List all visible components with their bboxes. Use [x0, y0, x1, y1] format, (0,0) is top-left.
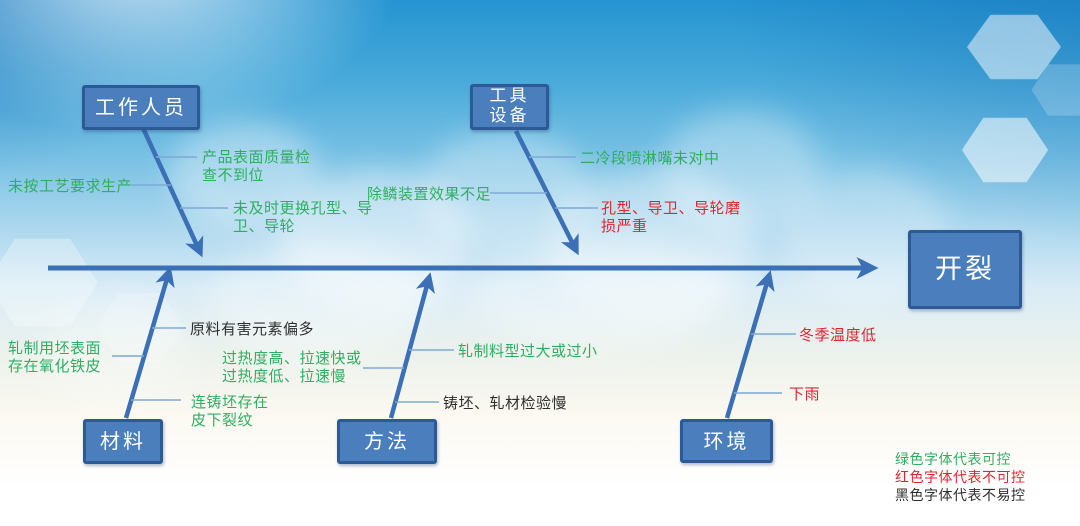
legend-item-green: 绿色字体代表可控 [895, 452, 1011, 468]
cause-untimely-replacement: 未及时更换孔型、导 卫、导轮 [233, 199, 373, 235]
category-box-methods: 方法 [337, 419, 437, 464]
cause-descaling-ineffective: 除鳞装置效果不足 [367, 185, 492, 203]
legend-item-black: 黑色字体代表不易控 [895, 488, 1026, 504]
legend: 绿色字体代表可控 红色字体代表不可控 黑色字体代表不易控 [895, 451, 1026, 505]
bokeh-circle [210, 240, 430, 360]
bokeh-circle [545, 170, 755, 320]
category-box-workers: 工作人员 [82, 85, 200, 130]
category-box-tools: 工具 设备 [470, 84, 549, 130]
bokeh-circle [170, 120, 320, 230]
category-label-tools: 工具 设备 [489, 86, 530, 126]
cause-subsurface-cracks: 连铸坯存在 皮下裂纹 [191, 393, 269, 429]
cause-oxide-scale: 轧制用坯表面 存在氧化铁皮 [8, 339, 102, 375]
cause-slow-inspection: 铸坯、轧材检验慢 [443, 394, 568, 412]
bokeh-circle [420, 130, 590, 250]
category-label-environment: 环境 [703, 428, 750, 453]
cause-superheat-speed: 过热度高、拉速快或 过热度低、拉速慢 [222, 349, 362, 385]
cause-rain: 下雨 [789, 385, 821, 403]
category-box-materials: 材料 [83, 419, 163, 464]
category-label-materials: 材料 [100, 429, 146, 453]
bokeh-circle [280, 170, 470, 310]
cause-harmful-elements: 原料有害元素偏多 [190, 320, 315, 338]
cause-rolling-size: 轧制料型过大或过小 [458, 342, 598, 360]
category-label-methods: 方法 [364, 429, 410, 453]
cause-winter-low-temp: 冬季温度低 [799, 326, 877, 344]
effect-label: 开裂 [935, 253, 995, 285]
effect-box: 开裂 [908, 230, 1022, 309]
bokeh-circle [470, 240, 730, 350]
cause-product-surface-inspection: 产品表面质量检 查不到位 [202, 148, 311, 184]
category-label-workers: 工作人员 [95, 95, 187, 119]
bokeh-hexagon [966, 14, 1062, 80]
cause-groove-guide-wear: 孔型、导卫、导轮磨 损严重 [601, 199, 741, 235]
bokeh-circle [660, 110, 820, 230]
category-box-environment: 环境 [680, 419, 773, 463]
cause-spray-nozzle-misaligned: 二冷段喷淋嘴未对中 [580, 149, 720, 167]
bokeh-circle [40, 300, 190, 400]
cause-not-following-process: 未按工艺要求生产 [8, 177, 133, 195]
legend-item-red: 红色字体代表不可控 [895, 470, 1026, 486]
